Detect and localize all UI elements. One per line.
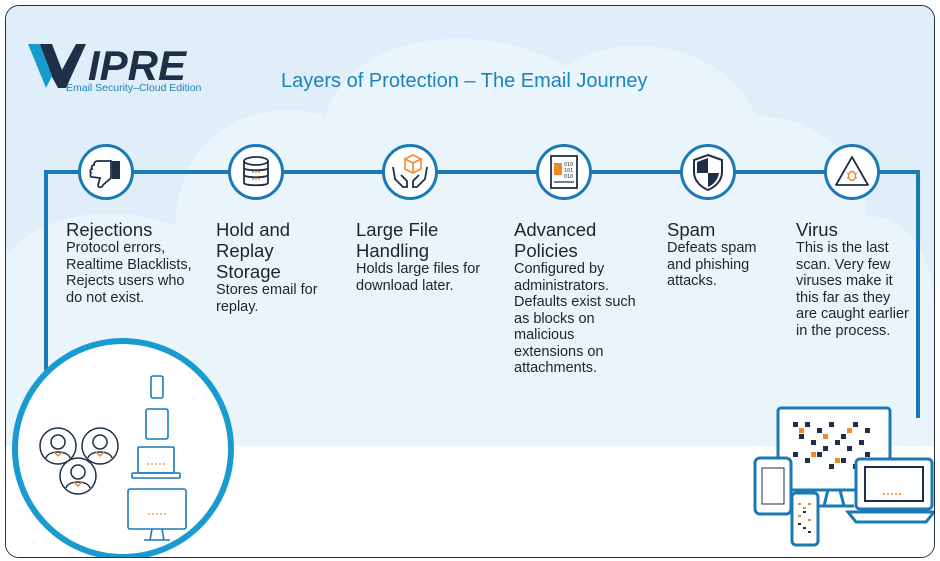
step-title: Large File Handling (356, 219, 439, 261)
database-icon (228, 144, 284, 200)
step-title: Rejections (66, 219, 153, 240)
laptop-icon (844, 457, 934, 524)
diagram-frame: IPRE Email Security–Cloud Edition Layers… (5, 5, 935, 558)
page-title: Layers of Protection – The Email Journey (281, 70, 648, 92)
tablet-icon (753, 456, 793, 516)
virus-warning-icon (824, 144, 880, 200)
svg-text:101: 101 (564, 168, 573, 174)
step-hold-replay: Hold and Replay Storage Stores email for… (216, 219, 321, 315)
step-description: Stores email for replay. (216, 282, 318, 315)
step-description: Protocol errors, Realtime Blacklists, Re… (66, 240, 192, 306)
step-large-file: Large File Handling Holds large files fo… (356, 219, 486, 294)
step-advanced-policies: Advanced Policies Configured by administ… (514, 219, 644, 377)
vipre-logo: IPRE (28, 42, 188, 89)
step-description: Holds large files for download later. (356, 261, 481, 294)
policy-document-icon: 010 101 010 (536, 144, 592, 200)
journey-line (44, 170, 920, 174)
users-devices-circle (12, 338, 234, 557)
journey-line-right (916, 170, 920, 418)
thumbs-down-icon (78, 144, 134, 200)
step-spam: Spam Defeats spam and phishing attacks. (667, 219, 767, 290)
hands-box-icon (382, 144, 438, 200)
step-description: This is the last scan. Very few viruses … (796, 240, 909, 339)
step-title: Virus (796, 219, 838, 240)
devices-cluster (753, 406, 934, 547)
svg-text:IPRE: IPRE (88, 42, 188, 89)
step-virus: Virus This is the last scan. Very few vi… (796, 219, 911, 339)
phone-icon (790, 491, 820, 547)
svg-text:010: 010 (564, 174, 573, 180)
shield-icon (680, 144, 736, 200)
step-title: Hold and Replay Storage (216, 219, 291, 282)
logo-subtitle: Email Security–Cloud Edition (66, 82, 202, 94)
step-description: Defeats spam and phishing attacks. (667, 240, 757, 289)
devices-icon (127, 375, 187, 541)
step-title: Spam (667, 219, 716, 240)
svg-text:010: 010 (564, 162, 573, 168)
step-title: Advanced Policies (514, 219, 597, 261)
journey-line-left (44, 170, 48, 370)
step-rejections: Rejections Protocol errors, Realtime Bla… (66, 219, 201, 306)
users-icon (39, 427, 119, 495)
step-description: Configured by administrators. Defaults e… (514, 261, 636, 376)
